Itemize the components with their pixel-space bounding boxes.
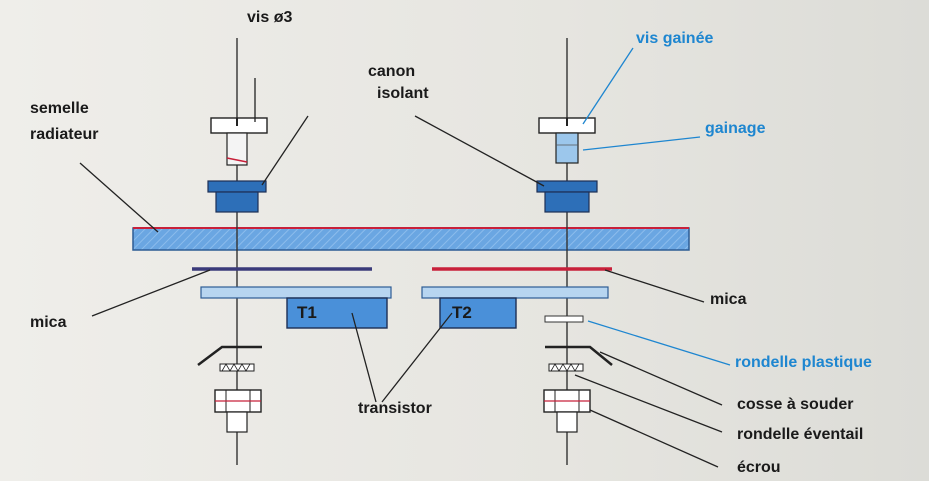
label-mica-right: mica	[710, 291, 747, 308]
leader-lines	[79, 78, 723, 468]
label-ecrou: écrou	[737, 459, 781, 476]
transistor-t2-body	[439, 297, 517, 329]
right-solder-lug	[545, 345, 613, 366]
left-screw	[210, 117, 268, 166]
label-rondelle-eventail: rondelle éventail	[737, 426, 864, 443]
transistor-t1-label: T1	[297, 303, 317, 322]
left-transistor-tab	[200, 286, 392, 299]
label-canon: canon	[368, 63, 416, 80]
label-isolant: isolant	[377, 85, 429, 102]
right-nut	[543, 389, 591, 433]
left-bushing	[207, 180, 267, 213]
label-transistor: transistor	[358, 400, 432, 417]
label-gainage: gainage	[705, 120, 766, 137]
label-radiateur: radiateur	[30, 126, 99, 143]
label-rondelle-plastique: rondelle plastique	[735, 354, 872, 371]
right-screw	[538, 117, 596, 164]
label-vis-gainee: vis gainée	[636, 30, 714, 47]
right-serrated-washer	[548, 363, 584, 372]
right-transistor-tab	[421, 286, 609, 299]
blue-leader-lines	[582, 47, 731, 366]
left-solder-lug	[197, 345, 262, 366]
label-semelle: semelle	[30, 100, 89, 117]
left-nut	[214, 389, 262, 433]
right-bushing	[536, 180, 598, 213]
label-cosse-a-souder: cosse à souder	[737, 396, 854, 413]
plastic-washer	[544, 315, 584, 323]
left-serrated-washer	[219, 363, 255, 372]
radiator-plate	[132, 227, 690, 251]
label-vis-o3: vis ø3	[247, 9, 293, 26]
label-mica-left: mica	[30, 314, 67, 331]
transistor-t1-body	[286, 297, 388, 329]
transistor-t2-label: T2	[452, 303, 472, 322]
